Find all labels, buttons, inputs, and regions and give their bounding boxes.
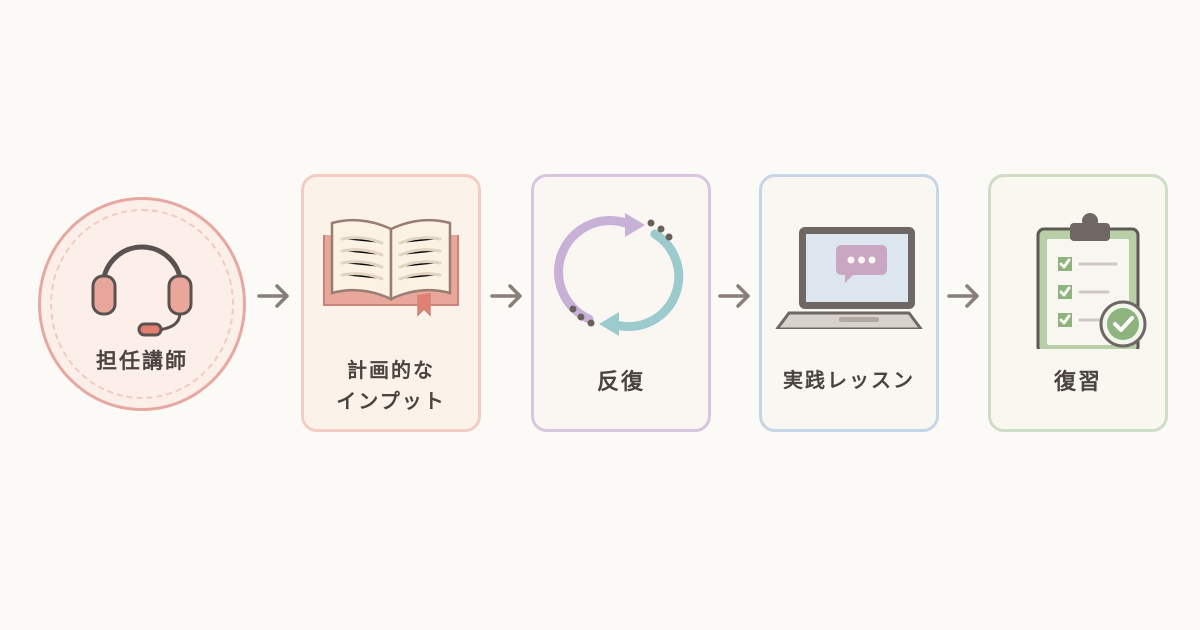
step-repetition: 反復 xyxy=(531,174,711,432)
arrow-right-icon xyxy=(718,284,750,308)
step-review: 復習 xyxy=(988,174,1168,432)
laptop-chat-icon xyxy=(775,227,923,329)
arrow-right-icon xyxy=(947,284,979,308)
step-planned-input: 計画的な インプット xyxy=(301,174,481,432)
step-practice-lesson: 実践レッスン xyxy=(759,174,939,432)
clipboard-checklist-icon xyxy=(1036,213,1147,349)
arrow-right-icon xyxy=(490,284,522,308)
arrow-right-icon xyxy=(257,284,289,308)
step-label: 担任講師 xyxy=(96,349,188,373)
step-label: 実践レッスン xyxy=(783,368,915,392)
open-book-icon xyxy=(323,218,459,317)
step-label: 反復 xyxy=(596,370,645,395)
headset-icon xyxy=(91,244,193,337)
step-label: 復習 xyxy=(1053,370,1102,395)
step-teacher: 担任講師 xyxy=(38,197,246,411)
cycle-arrows-icon xyxy=(554,213,684,336)
step-label: 計画的な インプット xyxy=(336,358,446,413)
